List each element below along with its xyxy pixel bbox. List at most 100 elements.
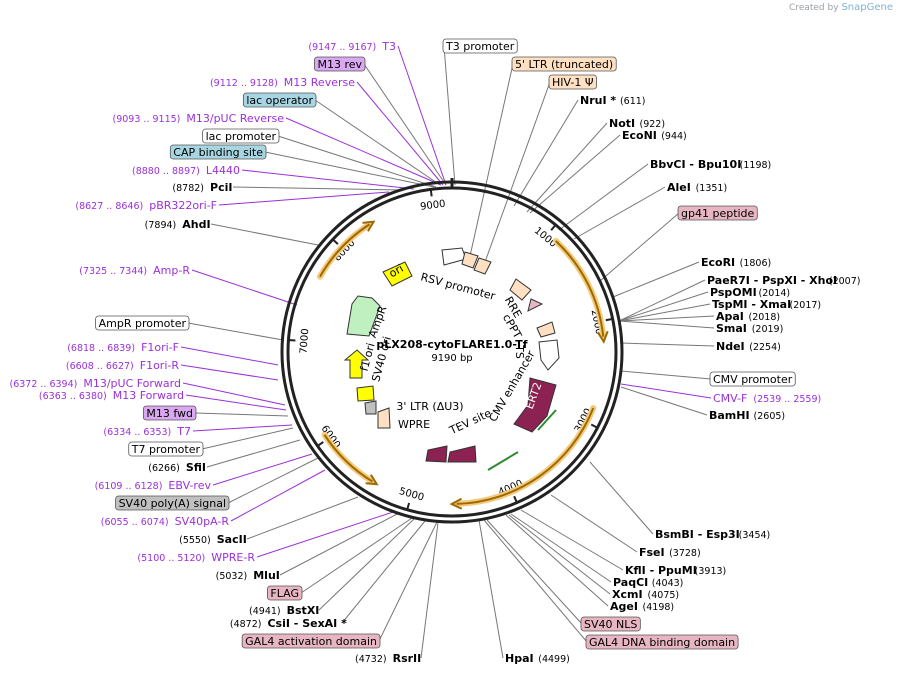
label-tspmi[interactable]: TspMI - XmaI(2017) (712, 298, 821, 311)
label-bamhi[interactable]: BamHI(2605) (709, 409, 785, 422)
leader-line (443, 45, 456, 186)
label-box (548, 74, 597, 90)
label-kfli[interactable]: KflI - PpuMI(3913) (625, 564, 726, 577)
label-pcii[interactable]: (8782)PciI (172, 181, 232, 194)
label-position: (1198) (740, 160, 772, 171)
label-pspomi[interactable]: PspOMI(2014) (710, 286, 790, 299)
label-m13rev[interactable]: M13 rev (314, 56, 366, 72)
label-m13forward[interactable]: (6363 .. 6380)M13 Forward (39, 389, 184, 402)
plasmid-size: 9190 bp (431, 353, 472, 364)
label-smai[interactable]: SmaI(2019) (716, 322, 783, 335)
label-hiv1[interactable]: HIV-1 Ψ (548, 74, 597, 90)
label-cmvprom[interactable]: CMV promoter (709, 371, 796, 387)
label-fsei[interactable]: FseI(3728) (639, 546, 701, 559)
label-text: Amp-R (153, 264, 190, 277)
label-ndei[interactable]: NdeI(2254) (716, 340, 781, 353)
label-m13fwd[interactable]: M13 fwd (142, 405, 197, 421)
inner-label-cppt: cPPT (500, 312, 524, 341)
label-position: (2539 .. 2559) (753, 394, 821, 405)
label-ecori[interactable]: EcoRI(1806) (701, 256, 771, 269)
label-text: FseI (639, 546, 665, 559)
label-econi[interactable]: EcoNI(944) (622, 129, 687, 142)
label-agei[interactable]: AgeI(4198) (610, 600, 674, 613)
label-lacop[interactable]: lac operator (242, 92, 317, 108)
label-t3[interactable]: (9147 .. 9167)T3 (308, 40, 396, 53)
label-position: (5032) (216, 571, 248, 582)
label-gal4ad[interactable]: GAL4 activation domain (241, 633, 381, 649)
label-sv40par[interactable]: (6055 .. 6074)SV40pA-R (101, 515, 230, 528)
label-sacii[interactable]: (5550)SacII (179, 533, 247, 546)
label-ltr5[interactable]: 5' LTR (truncated) (511, 56, 617, 72)
label-pbr322[interactable]: (8627 .. 8646)pBR322ori-F (75, 199, 217, 212)
label-paqci[interactable]: PaqCI(4043) (613, 576, 683, 589)
label-bbvci[interactable]: BbvCI - Bpu10I(1198) (650, 158, 771, 171)
label-text: RsrII (393, 652, 422, 665)
label-box (202, 128, 280, 144)
label-position: (7894) (145, 220, 177, 231)
label-text: EBV-rev (168, 479, 211, 492)
leader-line (510, 513, 612, 583)
label-f1orir[interactable]: (6608 .. 6627)F1ori-R (66, 359, 179, 372)
label-sfii[interactable]: (6266)SfiI (148, 461, 206, 474)
label-csii[interactable]: (4872)CsiI - SexAI * (230, 617, 347, 630)
label-m13puc_rev[interactable]: (9093 .. 9115)M13/pUC Reverse (113, 112, 285, 125)
leader-line (210, 223, 319, 246)
label-text: CsiI - SexAI * (267, 617, 347, 630)
label-noti[interactable]: NotI(922) (609, 117, 665, 130)
label-ampr_primer[interactable]: (7325 .. 7344)Amp-R (79, 264, 190, 277)
label-flag[interactable]: FLAG (267, 585, 303, 601)
label-text: F1ori-F (141, 341, 179, 354)
label-text: CAP binding site (173, 146, 263, 159)
label-cmvf[interactable]: CMV-F(2539 .. 2559) (713, 392, 821, 405)
label-m13pucfwd[interactable]: (6372 .. 6394)M13/pUC Forward (9, 377, 181, 390)
label-f1orif[interactable]: (6818 .. 6839) F1ori-F (67, 341, 179, 354)
label-text: M13 Reverse (284, 76, 355, 89)
label-gal4dbd[interactable]: GAL4 DNA binding domain (585, 634, 739, 650)
leader-line (550, 494, 638, 553)
label-wprer[interactable]: (5100 .. 5120)WPRE-R (137, 551, 255, 564)
label-t7[interactable]: (6334 .. 6353)T7 (103, 425, 191, 438)
label-apai[interactable]: ApaI(2018) (716, 310, 780, 323)
label-position: (6818 .. 6839) (67, 343, 135, 354)
cmv-enhancer-arrow (538, 339, 560, 371)
label-l4440[interactable]: (8880 .. 8897)L4440 (132, 164, 240, 177)
label-ebvrev[interactable]: (6109 .. 6128)EBV-rev (95, 479, 212, 492)
sv40-ori-feature (356, 385, 375, 402)
label-gp41[interactable]: gp41 peptide (677, 205, 758, 221)
label-cap[interactable]: CAP binding site (169, 144, 267, 160)
label-alei[interactable]: AleI(1351) (667, 181, 727, 194)
label-t7prom[interactable]: T7 promoter (128, 441, 204, 457)
label-sv40polya[interactable]: SV40 poly(A) signal (115, 495, 230, 511)
label-t3prom[interactable]: T3 promoter (442, 38, 518, 54)
label-bstxi[interactable]: (4941)BstXI (249, 604, 319, 617)
label-xcmi[interactable]: XcmI(4075) (612, 588, 679, 601)
leader-line (620, 386, 708, 416)
label-text: NdeI (716, 340, 745, 353)
label-nrui[interactable]: NruI *(611) (580, 94, 646, 107)
ori-feature (382, 261, 413, 287)
tick-label: 5000 (398, 486, 425, 504)
label-bsmbi[interactable]: BsmBI - Esp3I(3454) (655, 528, 770, 541)
label-lacprom[interactable]: lac promoter (202, 128, 280, 144)
label-m13reverse[interactable]: (9112 .. 9128)M13 Reverse (210, 76, 355, 89)
inner-label-rsv: RSV promoter (419, 270, 497, 303)
label-text: GAL4 DNA binding domain (589, 636, 735, 649)
orf-arc-arrowhead (449, 497, 463, 510)
feature-shapes (343, 247, 560, 471)
label-ahdi[interactable]: (7894)AhdI (145, 218, 211, 231)
leader-line (285, 117, 442, 186)
leader-line (232, 186, 406, 191)
orf-arcs (316, 220, 609, 510)
gal4-dbd-feature (447, 445, 477, 463)
label-rsrii[interactable]: (4732)RsrII (355, 652, 421, 665)
label-box (95, 315, 190, 331)
label-sv40nls[interactable]: SV40 NLS (580, 616, 641, 632)
label-paer7i[interactable]: PaeR7I - PspXI - XhoI(2007) (707, 274, 860, 287)
label-amprprom[interactable]: AmpR promoter (95, 315, 190, 331)
backbone-outer-ring (280, 180, 624, 524)
label-mlui[interactable]: (5032)MluI (216, 569, 280, 582)
label-hpai[interactable]: HpaI(4499) (505, 652, 570, 665)
credit-prefix: Created by (789, 3, 839, 13)
orf-arc (319, 223, 370, 278)
